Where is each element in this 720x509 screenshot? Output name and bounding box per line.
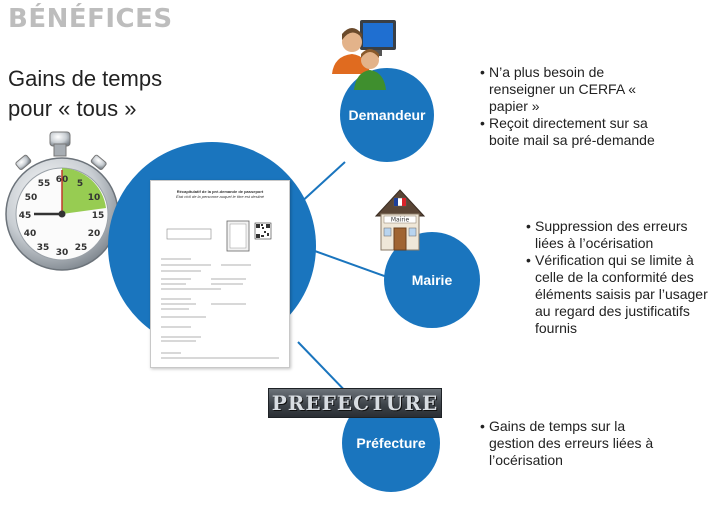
stopwatch-number: 10 (88, 193, 101, 203)
subtitle-line-2: pour « tous » (8, 96, 137, 121)
stopwatch-number: 55 (38, 179, 51, 189)
prefecture-benefits: Gains de temps sur la gestion des erreur… (480, 418, 660, 469)
stopwatch-number: 20 (88, 229, 101, 239)
prefecture-sign-icon: PREFECTURE (268, 388, 442, 418)
demandeur-label: Demandeur (348, 107, 426, 123)
person-computer-icon (332, 20, 396, 90)
mairie-sign-text: Mairie (391, 217, 410, 224)
stopwatch-number: 15 (92, 211, 105, 221)
document-title: Récapitulatif de la pré-demande de passe… (165, 189, 275, 199)
benefit-item: N’a plus besoin de renseigner un CERFA «… (480, 64, 660, 115)
subtitle-line-1: Gains de temps (8, 66, 163, 91)
page-subtitle: Gains de temps pour « tous » (8, 64, 162, 124)
stopwatch-number: 40 (24, 229, 37, 239)
stopwatch-icon: 60 5 55 50 10 45 15 40 20 35 30 25 (5, 131, 119, 271)
stopwatch-number: 5 (77, 179, 83, 189)
mairie-benefits: Suppression des erreurs liées à l’océris… (526, 218, 716, 337)
page-title: BÉNÉFICES (8, 4, 173, 34)
benefit-item: Gains de temps sur la gestion des erreur… (480, 418, 660, 469)
mairie-label: Mairie (411, 272, 453, 288)
stopwatch-number: 30 (56, 248, 69, 258)
stopwatch-number: 45 (19, 211, 32, 221)
stopwatch-number: 50 (25, 193, 38, 203)
stopwatch-number: 35 (37, 243, 50, 253)
pre-demande-document: Récapitulatif de la pré-demande de passe… (150, 180, 290, 368)
benefit-item: Reçoit directement sur sa boite mail sa … (480, 115, 660, 149)
town-hall-icon: Mairie (374, 189, 426, 251)
benefit-item: Suppression des erreurs liées à l’océris… (526, 218, 716, 252)
demandeur-benefits: N’a plus besoin de renseigner un CERFA «… (480, 64, 660, 149)
document-title-line-1: Récapitulatif de la pré-demande de passe… (176, 189, 264, 194)
benefit-item: Vérification qui se limite à celle de la… (526, 252, 716, 337)
stopwatch-number: 25 (75, 243, 88, 253)
document-title-line-2: État civil de la personne auquel le titr… (175, 194, 265, 199)
prefecture-label: Préfecture (356, 435, 426, 451)
document-form-graphic (161, 220, 279, 359)
